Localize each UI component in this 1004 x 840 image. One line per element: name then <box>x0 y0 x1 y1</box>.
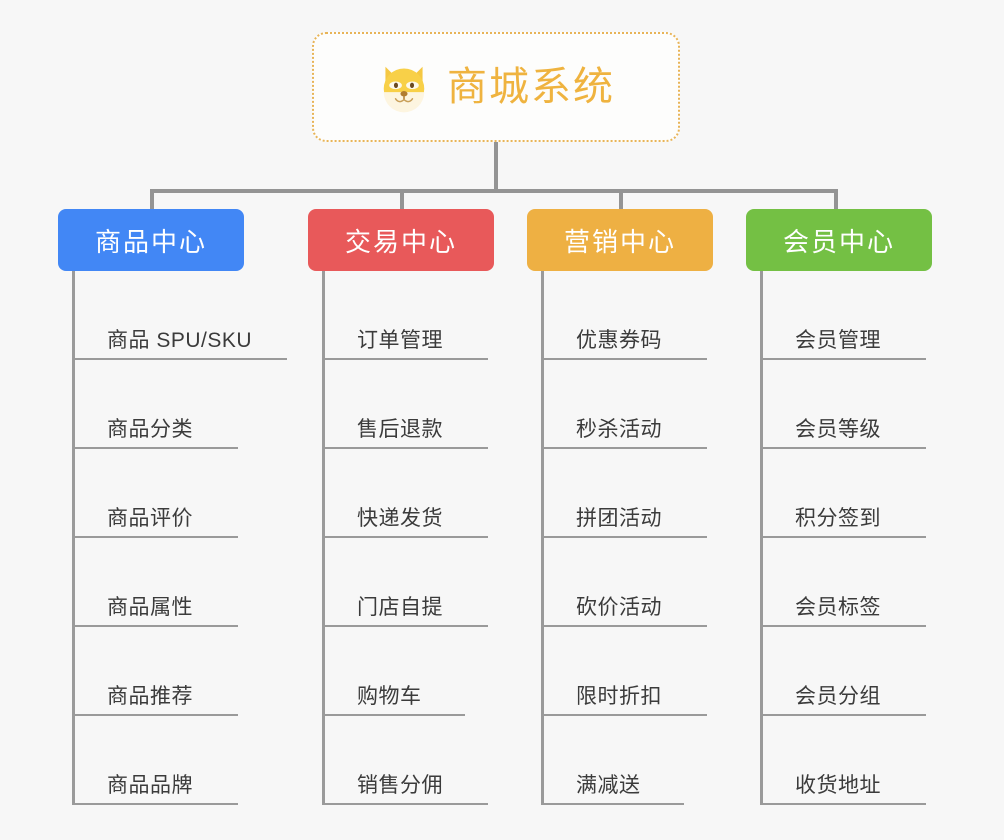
leaf-label: 商品推荐 <box>107 685 193 708</box>
branch-member-center: 会员中心 会员管理 会员等级 积分签到 会员标签 会员分组 收货地址 <box>746 209 932 805</box>
leaf-label: 会员标签 <box>795 596 881 619</box>
leaf-label: 会员管理 <box>795 329 881 352</box>
leaf-label: 售后退款 <box>357 418 443 441</box>
leaf-item[interactable]: 商品品牌 <box>75 716 238 805</box>
leaf-label: 商品分类 <box>107 418 193 441</box>
root-label: 商城系统 <box>447 65 615 109</box>
leaf-item[interactable]: 商品分类 <box>75 360 238 449</box>
leaf-item[interactable]: 售后退款 <box>325 360 488 449</box>
branch-product-center: 商品中心 商品 SPU/SKU 商品分类 商品评价 商品属性 商品推荐 商品品牌 <box>58 209 287 805</box>
leaf-item[interactable]: 满减送 <box>544 716 684 805</box>
connector-root-stem <box>494 142 498 192</box>
leaf-item[interactable]: 商品属性 <box>75 538 238 627</box>
leaf-item[interactable]: 积分签到 <box>763 449 926 538</box>
branch-header-trade-center[interactable]: 交易中心 <box>308 209 494 271</box>
leaf-label: 砍价活动 <box>576 596 662 619</box>
branch-label: 会员中心 <box>782 226 895 257</box>
branch-trade-center: 交易中心 订单管理 售后退款 快递发货 门店自提 购物车 销售分佣 <box>308 209 494 805</box>
leaf-list-member-center: 会员管理 会员等级 积分签到 会员标签 会员分组 收货地址 <box>760 271 932 805</box>
leaf-label: 销售分佣 <box>357 774 443 797</box>
leaf-item[interactable]: 销售分佣 <box>325 716 488 805</box>
leaf-label: 会员分组 <box>795 685 881 708</box>
leaf-label: 会员等级 <box>795 418 881 441</box>
connector-horizontal-bus <box>150 189 838 193</box>
dog-face-icon <box>383 66 425 113</box>
leaf-list-product-center: 商品 SPU/SKU 商品分类 商品评价 商品属性 商品推荐 商品品牌 <box>72 271 287 805</box>
leaf-list-trade-center: 订单管理 售后退款 快递发货 门店自提 购物车 销售分佣 <box>322 271 494 805</box>
branch-label: 交易中心 <box>344 226 457 257</box>
leaf-item[interactable]: 秒杀活动 <box>544 360 707 449</box>
leaf-label: 快递发货 <box>357 507 443 530</box>
leaf-item[interactable]: 拼团活动 <box>544 449 707 538</box>
leaf-label: 商品品牌 <box>107 774 193 797</box>
leaf-label: 满减送 <box>576 774 641 797</box>
connector-drop-4 <box>834 189 838 211</box>
leaf-label: 门店自提 <box>357 596 443 619</box>
leaf-item[interactable]: 会员标签 <box>763 538 926 627</box>
leaf-label: 商品评价 <box>107 507 193 530</box>
leaf-label: 限时折扣 <box>576 685 662 708</box>
branch-label: 营销中心 <box>563 226 676 257</box>
leaf-item[interactable]: 收货地址 <box>763 716 926 805</box>
branch-header-member-center[interactable]: 会员中心 <box>746 209 932 271</box>
leaf-label: 商品属性 <box>107 596 193 619</box>
root-node[interactable]: 商城系统 <box>312 32 680 142</box>
branch-header-product-center[interactable]: 商品中心 <box>58 209 244 271</box>
leaf-item[interactable]: 商品 SPU/SKU <box>75 271 287 360</box>
leaf-item[interactable]: 购物车 <box>325 627 465 716</box>
leaf-label: 拼团活动 <box>576 507 662 530</box>
leaf-item[interactable]: 会员分组 <box>763 627 926 716</box>
leaf-item[interactable]: 快递发货 <box>325 449 488 538</box>
connector-drop-3 <box>619 189 623 211</box>
leaf-label: 秒杀活动 <box>576 418 662 441</box>
leaf-item[interactable]: 优惠券码 <box>544 271 707 360</box>
leaf-item[interactable]: 订单管理 <box>325 271 488 360</box>
branch-header-marketing-center[interactable]: 营销中心 <box>527 209 713 271</box>
leaf-list-marketing-center: 优惠券码 秒杀活动 拼团活动 砍价活动 限时折扣 满减送 <box>541 271 713 805</box>
leaf-label: 购物车 <box>357 685 422 708</box>
leaf-label: 优惠券码 <box>576 329 662 352</box>
leaf-item[interactable]: 会员管理 <box>763 271 926 360</box>
leaf-item[interactable]: 会员等级 <box>763 360 926 449</box>
leaf-item[interactable]: 商品评价 <box>75 449 238 538</box>
connector-drop-1 <box>150 189 154 211</box>
leaf-item[interactable]: 门店自提 <box>325 538 488 627</box>
connector-drop-2 <box>400 189 404 211</box>
leaf-item[interactable]: 限时折扣 <box>544 627 707 716</box>
leaf-label: 收货地址 <box>795 774 881 797</box>
leaf-label: 积分签到 <box>795 507 881 530</box>
leaf-label: 订单管理 <box>357 329 443 352</box>
leaf-label: 商品 SPU/SKU <box>107 329 253 352</box>
leaf-item[interactable]: 商品推荐 <box>75 627 238 716</box>
leaf-item[interactable]: 砍价活动 <box>544 538 707 627</box>
branch-label: 商品中心 <box>94 226 207 257</box>
branch-marketing-center: 营销中心 优惠券码 秒杀活动 拼团活动 砍价活动 限时折扣 满减送 <box>527 209 713 805</box>
